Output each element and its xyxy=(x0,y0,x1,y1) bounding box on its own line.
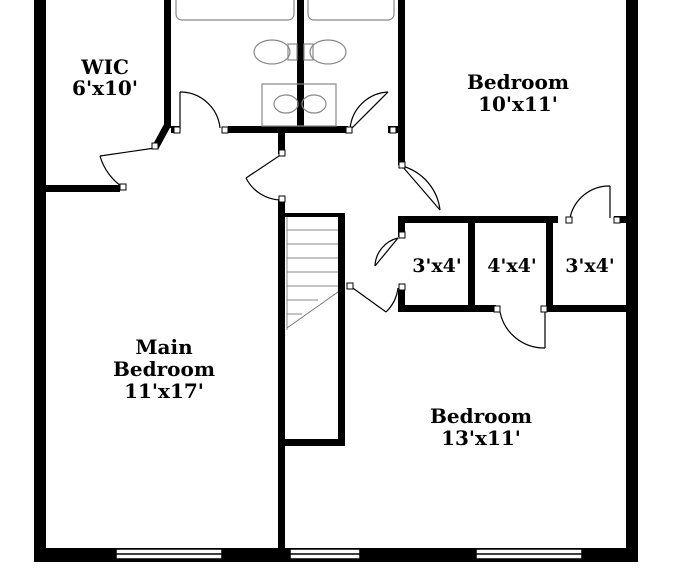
stair-wall-bottom xyxy=(285,439,345,446)
toilet-right xyxy=(309,39,347,65)
wic-size: 6'x10' xyxy=(72,76,138,100)
closet-divider-2 xyxy=(546,216,553,312)
wic-wall-right xyxy=(164,0,171,128)
door-closet-right xyxy=(569,185,611,219)
toilet-left xyxy=(253,39,291,65)
closet-middle-size: 4'x4' xyxy=(487,255,536,277)
door-jambs xyxy=(119,126,621,313)
bathtub-left xyxy=(175,0,295,21)
closet-wall-left-lower xyxy=(398,290,405,312)
bedroom-bottom-size: 13'x11' xyxy=(441,426,521,450)
closet-wall-top xyxy=(398,216,558,223)
closet-left-size: 3'x4' xyxy=(412,255,461,277)
windows xyxy=(115,548,583,560)
outer-wall-right xyxy=(626,0,638,562)
main-bedroom-wall-right xyxy=(278,200,285,562)
door-stair xyxy=(349,285,399,313)
bath-fixtures xyxy=(175,0,395,127)
stair-wall-top xyxy=(285,213,345,217)
closet-wall-bottom-right xyxy=(546,305,626,312)
vanity xyxy=(261,83,337,127)
stair-wall-right xyxy=(338,216,345,446)
wic-wall-bottom xyxy=(46,185,120,192)
bedroom-top-name: Bedroom xyxy=(467,70,569,94)
main-bedroom-line1: Main xyxy=(135,335,193,359)
bathtub-right xyxy=(307,0,395,21)
doors xyxy=(99,91,611,349)
door-bath-left xyxy=(179,91,221,130)
main-bedroom-line2: Bedroom xyxy=(113,357,215,381)
bath-wall-bottom xyxy=(228,126,348,133)
closet-right-size: 3'x4' xyxy=(565,255,614,277)
door-hall xyxy=(245,153,283,201)
closet-divider-1 xyxy=(468,216,475,312)
bedroom-top-size: 10'x11' xyxy=(478,92,558,116)
stairs xyxy=(286,217,339,330)
bedroom-bottom-name: Bedroom xyxy=(430,404,532,428)
door-wic xyxy=(99,147,156,189)
closet-wall-left xyxy=(398,223,405,237)
door-bedroom-top xyxy=(401,165,441,211)
door-closet-left xyxy=(374,237,399,267)
hall-wall-stub xyxy=(278,126,285,154)
door-closet-middle xyxy=(499,311,546,349)
bedroom-top-wall-left xyxy=(398,0,405,165)
wic-name: WIC xyxy=(80,55,129,79)
bath-wall-divider xyxy=(297,0,304,128)
door-bath-right xyxy=(349,91,389,131)
outer-wall-left xyxy=(34,0,46,562)
closet-wall-bottom-left xyxy=(398,305,496,312)
main-bedroom-size: 11'x17' xyxy=(124,379,204,403)
labels: WIC 6'x10' Bedroom 10'x11' Main Bedroom … xyxy=(72,55,615,450)
